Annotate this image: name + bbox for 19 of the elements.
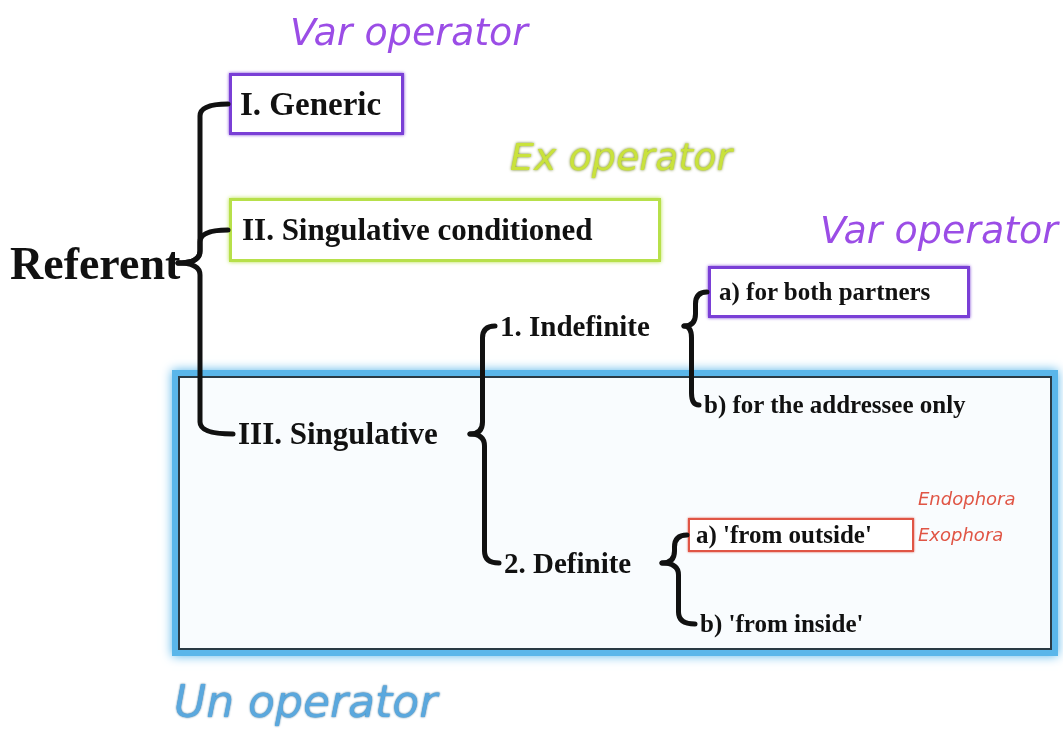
operator-label: Un operator	[174, 676, 438, 727]
brace-connector	[681, 289, 710, 329]
tree-label: 1. Indefinite	[496, 304, 682, 348]
group-frame	[172, 370, 1058, 656]
tree-label: b) 'from inside'	[696, 604, 892, 644]
operator-label: Endophora	[918, 488, 1016, 509]
brace-connector	[175, 260, 236, 437]
category-box: a) for both partners	[708, 266, 970, 318]
operator-label: Ex operator	[510, 135, 732, 179]
category-box: a) 'from outside'	[688, 518, 914, 552]
category-box: I. Generic	[229, 73, 404, 135]
operator-label: Var operator	[290, 10, 528, 54]
category-box: II. Singulative conditioned	[229, 198, 661, 262]
brace-connector	[175, 227, 231, 266]
tree-label: b) for the addressee only	[700, 384, 1036, 426]
operator-label: Var operator	[820, 208, 1058, 252]
tree-label: 2. Definite	[500, 540, 660, 586]
tree-label: III. Singulative	[234, 408, 468, 460]
operator-label: Exophora	[918, 524, 1004, 545]
